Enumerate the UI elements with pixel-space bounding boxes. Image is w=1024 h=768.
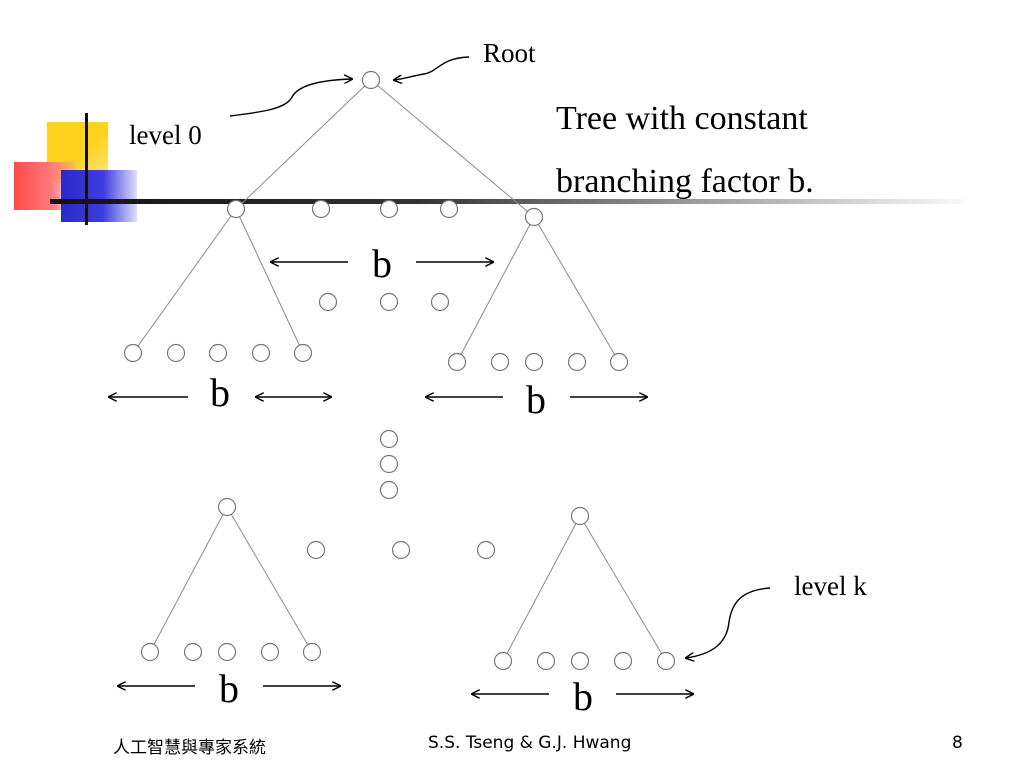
- ellipsis-node: [391, 540, 411, 560]
- ellipsis-node: [306, 540, 326, 560]
- tree-node: [217, 497, 237, 517]
- tree-node: [447, 352, 467, 372]
- tree-node: [251, 343, 271, 363]
- tree-node: [613, 651, 633, 671]
- width-arrows: [109, 262, 693, 694]
- pointer-arrows: [229, 56, 771, 658]
- levelk-label: level k: [794, 571, 867, 601]
- tree-edges: [132, 79, 667, 662]
- tree-node: [260, 642, 280, 662]
- ellipsis-node: [379, 429, 399, 449]
- ellipsis-node: [379, 480, 399, 500]
- tree-node: [311, 199, 331, 219]
- ellipsis-node: [379, 454, 399, 474]
- levelk-pointer-arrow: [686, 587, 771, 658]
- tree-node: [524, 352, 544, 372]
- tree-node: [379, 199, 399, 219]
- tree-node: [490, 352, 510, 372]
- tree-node: [567, 352, 587, 372]
- ellipsis-node: [318, 292, 338, 312]
- level0-label: level 0: [129, 120, 202, 150]
- ellipsis-node: [476, 540, 496, 560]
- ellipsis-node: [430, 292, 450, 312]
- tree-node: [226, 199, 246, 219]
- decor-blue-square: [61, 170, 137, 222]
- root-node: [361, 70, 381, 90]
- tree-node: [217, 642, 237, 662]
- slide-title-line2: branching factor b.: [556, 163, 814, 200]
- tree-node: [656, 651, 676, 671]
- tree-node: [166, 343, 186, 363]
- page-number: 8: [952, 733, 963, 753]
- branching-label-b: b: [526, 377, 546, 422]
- slide-title-line1: Tree with constant: [556, 100, 808, 137]
- tree-node: [570, 506, 590, 526]
- branching-label-b: b: [372, 241, 392, 286]
- tree-node: [302, 642, 322, 662]
- tree-node: [524, 207, 544, 227]
- branching-label-b: b: [573, 674, 593, 719]
- footer-course-title: 人工智慧與專家系統: [113, 738, 266, 758]
- tree-node: [493, 651, 513, 671]
- tree-nodes: [123, 70, 676, 671]
- decor-vertical-bar: [85, 113, 88, 225]
- level0-pointer-arrow: [229, 79, 352, 117]
- tree-node: [536, 651, 556, 671]
- tree-node: [140, 642, 160, 662]
- branching-label-b: b: [219, 666, 239, 711]
- ellipsis-node: [379, 292, 399, 312]
- decor-horizontal-rule: [50, 199, 965, 204]
- footer-authors: S.S. Tseng & G.J. Hwang: [428, 733, 632, 753]
- root-pointer-arrow: [394, 56, 470, 80]
- tree-node: [183, 642, 203, 662]
- tree-node: [293, 343, 313, 363]
- root-label: Root: [483, 38, 536, 68]
- tree-node: [208, 343, 228, 363]
- tree-node: [609, 352, 629, 372]
- branching-label-b: b: [210, 370, 230, 415]
- tree-node: [123, 343, 143, 363]
- tree-node: [570, 651, 590, 671]
- tree-node: [439, 199, 459, 219]
